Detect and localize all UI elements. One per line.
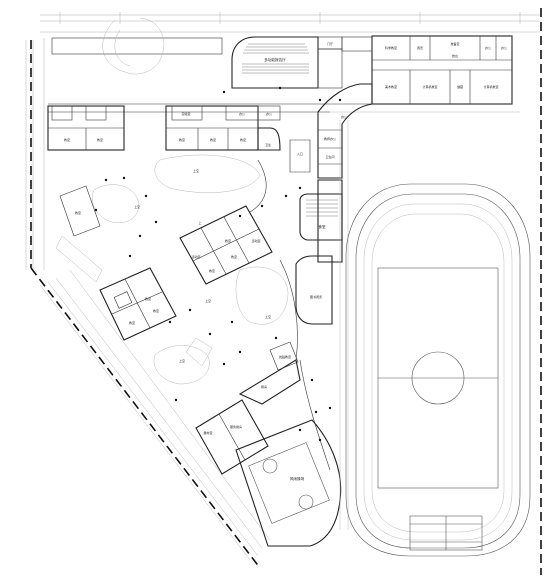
classroom-2-label: 教室 (97, 137, 103, 142)
teacher-office-label: 教师办公 (324, 136, 336, 141)
top-walkway (51, 17, 223, 75)
site-boundary (30, 8, 542, 575)
multipurpose-hall-label: 多功能报告厅 (264, 57, 286, 62)
dimension-lines (25, 12, 540, 270)
shelter-2-label: 上空 (134, 204, 140, 209)
south-wing: 器材室 服务用房 厨房 舞蹈教室 (195, 341, 301, 475)
multipurpose-hall-block: 多功能报告厅 门厅 (231, 36, 343, 89)
service-label: 服务用房 (230, 424, 242, 429)
office-3-label: 办公 (266, 111, 272, 116)
diagonal-mid-wing: 活动室 活动室 教室 教室 (179, 205, 273, 285)
wc-small-label: 卫生 (265, 142, 271, 147)
sports-field (345, 183, 531, 557)
dance-room-label: 舞蹈教室 (279, 354, 291, 359)
walkways (249, 120, 349, 530)
computer-room-label: 计算机教室 (422, 84, 437, 89)
classroom-3-label: 教室 (179, 137, 185, 142)
classroom-7-label: 教室 (231, 254, 237, 259)
curved-east-wing: 办公 教师办公 卫生间 入口 (289, 83, 373, 179)
tennis-court (409, 515, 483, 551)
reading-label: 阅览 (417, 45, 423, 50)
office-4-label: 办公 (239, 111, 245, 116)
lobby-label: 门厅 (327, 41, 333, 46)
lower-left-wing: 教室 教室 (99, 267, 177, 341)
lab-room-label: 实验室 (181, 111, 190, 116)
west-small-rooms: 教室 (55, 185, 103, 283)
basketball-court (248, 442, 330, 524)
entry-label: 入口 (297, 152, 303, 156)
canteen-block: 食堂 图书阅览 (295, 179, 343, 325)
toilet-label: 卫生间 (325, 154, 334, 159)
central-classroom-block: 实验室 办公 办公 教室 教室 教室 卫生 (165, 105, 281, 151)
gymnasium: 风雨操场 (235, 419, 342, 547)
stairs-label: 上 (198, 220, 201, 225)
shelter-3-label: 上空 (265, 314, 271, 319)
classroom-1-label: 教室 (64, 137, 70, 142)
prep-room-label: 准备室 (450, 41, 459, 46)
equipment-label: 器材室 (203, 430, 212, 435)
classroom-6-label: 教室 (209, 268, 215, 273)
shelter-5-label: 上空 (205, 298, 211, 303)
gym-label: 风雨操场 (290, 476, 305, 481)
classroom-11-label: 教室 (225, 238, 231, 243)
kitchen-label: 厨房 (261, 384, 267, 389)
canteen-label: 食堂 (318, 224, 326, 229)
art-room-label: 美术教室 (385, 84, 397, 89)
classroom-5-label: 教室 (240, 137, 246, 142)
classroom-4-label: 教室 (210, 137, 216, 142)
storage-label: 储藏 (457, 84, 463, 89)
shelter-4-label: 上空 (179, 358, 185, 363)
open-areas: 上空 上空 上空 上空 上空 上 (92, 154, 289, 385)
activity-room-2-label: 活动室 (251, 238, 260, 243)
office-5-label: 办公 (341, 114, 347, 119)
top-right-block: 科学教室 阅览 准备室 舞台 办公 办公 美术教室 计算机教室 储藏 计算机教室 (341, 35, 513, 105)
west-classroom-wing: 教室 教室 (47, 105, 125, 151)
classroom-9-label: 教室 (153, 308, 159, 313)
classroom-10-label: 教室 (75, 210, 81, 215)
road-lines (39, 269, 271, 561)
activity-room-label: 活动室 (191, 254, 200, 259)
office-1-label: 办公 (485, 45, 491, 50)
office-2-label: 办公 (501, 45, 507, 50)
classroom-12-label: 教室 (145, 296, 151, 301)
science-room-label: 科学教室 (385, 45, 397, 50)
library-hall-label: 图书阅览 (310, 294, 322, 299)
stage-label: 舞台 (452, 53, 458, 58)
upper-corridor (48, 103, 520, 113)
hall-seating (242, 43, 309, 74)
music-room-label: 计算机教室 (483, 84, 498, 89)
classroom-8-label: 教室 (129, 320, 135, 325)
shelter-label: 上空 (193, 168, 199, 173)
extra-classrooms: 教室 教室 (145, 238, 231, 301)
structural-columns (94, 86, 342, 442)
